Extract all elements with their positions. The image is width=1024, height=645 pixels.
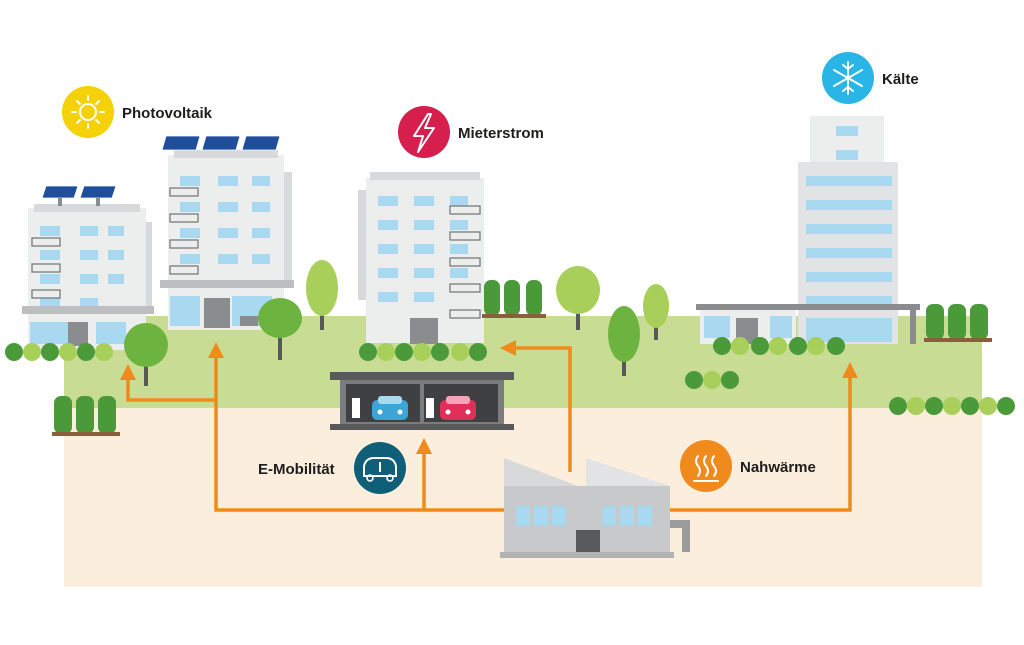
apartment-building-mieterstrom: [358, 172, 484, 344]
flow-to-nahwaerme: [670, 376, 852, 512]
energy-flow-arrows: [126, 346, 852, 512]
mieterstrom-label: Mieterstrom: [458, 125, 544, 142]
trees: [124, 260, 669, 386]
flow-to-emobility-and-pv: [214, 356, 504, 512]
blue-car: [372, 396, 408, 420]
arrow-heads: [120, 340, 858, 454]
kaelte-badge: Kälte: [822, 52, 919, 104]
apartment-building-pv: [160, 135, 294, 330]
flow-to-left-building: [126, 378, 216, 402]
mieterstrom-badge: Mieterstrom: [398, 106, 544, 158]
energy-plant-factory: [500, 458, 690, 558]
lightning-icon: [398, 106, 450, 158]
apartment-building-left: [22, 185, 154, 350]
emobilitaet-label: E-Mobilität: [258, 461, 335, 478]
hedges: [54, 280, 988, 434]
emobilitaet-badge: E-Mobilität: [258, 442, 406, 494]
hedge-planters: [52, 314, 992, 436]
high-rise-building: [696, 116, 920, 344]
bushes: [5, 337, 1015, 415]
red-car: [440, 396, 476, 420]
photovoltaik-badge: Photovoltaik: [62, 86, 213, 138]
flow-to-mieterstrom: [514, 346, 572, 472]
nahwaerme-badge: Nahwärme: [680, 440, 816, 492]
sun-icon: [62, 86, 114, 138]
carport-garage: [330, 372, 514, 430]
nahwaerme-label: Nahwärme: [740, 459, 816, 476]
kaelte-label: Kälte: [882, 71, 919, 88]
photovoltaik-label: Photovoltaik: [122, 105, 213, 122]
